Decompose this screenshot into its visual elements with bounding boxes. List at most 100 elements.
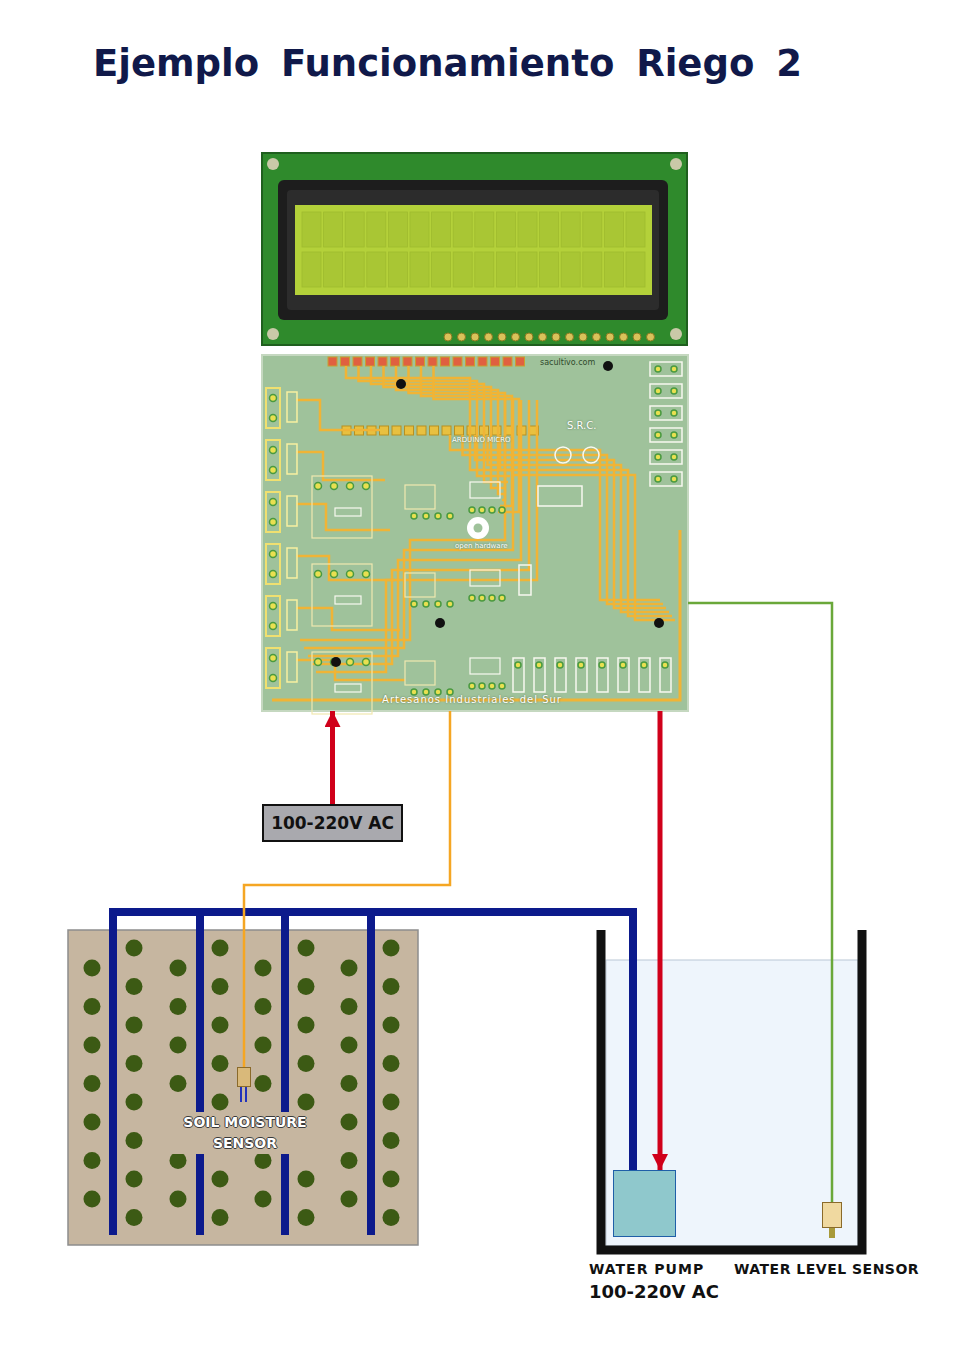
- pcb-trace: [296, 504, 390, 530]
- pump-label: WATER PUMP: [589, 1261, 704, 1277]
- terminal-block: [266, 596, 280, 636]
- lcd-pin: [471, 333, 479, 341]
- pcb-pad: [671, 476, 677, 482]
- lcd-bezel-inner: [287, 190, 659, 310]
- plant-dot: [126, 1171, 143, 1188]
- plant-dot: [126, 1017, 143, 1034]
- pcb-pad: [671, 454, 677, 460]
- lcd-cell: [561, 212, 580, 247]
- header-pad: [405, 426, 414, 435]
- water-level-sensor: WATER LEVEL SENSOR: [822, 1202, 842, 1228]
- header-pad: [478, 357, 487, 366]
- header-pad: [378, 357, 387, 366]
- connector-outline: [287, 600, 297, 630]
- pcb-pad: [363, 571, 370, 578]
- pcb-pad: [489, 595, 495, 601]
- header-pad: [467, 426, 476, 435]
- plant-dot: [212, 1209, 229, 1226]
- component-outline: [513, 658, 524, 692]
- plant-dot: [126, 1132, 143, 1149]
- component-outline: [618, 658, 629, 692]
- lcd-pin: [647, 333, 655, 341]
- connector-outline: [650, 406, 682, 420]
- component-outline: [534, 658, 545, 692]
- plant-dot: [84, 1191, 101, 1208]
- lcd-cell: [583, 212, 602, 247]
- pcb-pad: [489, 507, 495, 513]
- header-pad: [392, 426, 401, 435]
- lcd-pcb: [262, 153, 687, 345]
- header-pad: [380, 426, 389, 435]
- plant-dot: [255, 960, 272, 977]
- pcb-pad: [489, 683, 495, 689]
- oshw-logo-hole: [474, 524, 483, 533]
- lcd-pin: [444, 333, 452, 341]
- plant-dot: [383, 1055, 400, 1072]
- regulator-outline: [538, 486, 582, 506]
- lcd-cell: [626, 252, 645, 287]
- lcd-pin: [579, 333, 587, 341]
- water-pipe: [367, 912, 375, 1235]
- header-pad: [491, 357, 500, 366]
- plant-dot: [212, 1171, 229, 1188]
- pcb-pad: [270, 467, 277, 474]
- water-pipe: [113, 912, 633, 1235]
- pcb-pad: [270, 655, 277, 662]
- pcb-pad: [515, 662, 521, 668]
- plant-dot: [84, 1114, 101, 1131]
- plant-dot: [126, 1209, 143, 1226]
- page-title: Ejemplo Funcionamiento Riego 2: [93, 42, 802, 85]
- plant-dot: [383, 1171, 400, 1188]
- pcb-pad: [599, 662, 605, 668]
- lcd-cell: [432, 252, 451, 287]
- plant-dot: [341, 1037, 358, 1054]
- pcb-pad: [270, 675, 277, 682]
- oshw-logo: [467, 517, 489, 539]
- connector-outline: [650, 450, 682, 464]
- relay-outline: [312, 564, 372, 626]
- header-pad: [453, 357, 462, 366]
- pcb-pad: [411, 601, 417, 607]
- lcd-cell: [345, 212, 364, 247]
- pcb-pad: [655, 432, 661, 438]
- plant-dot: [298, 1094, 315, 1111]
- lcd-cell: [475, 212, 494, 247]
- pcb-pad: [655, 388, 661, 394]
- plant-dot: [84, 998, 101, 1015]
- component-outline: [519, 565, 531, 595]
- header-pad: [391, 357, 400, 366]
- pcb-pad: [557, 662, 563, 668]
- terminal-block: [266, 440, 280, 480]
- lcd-pins: [444, 333, 655, 341]
- water-pipe: [281, 912, 289, 1235]
- pcb-pad: [447, 601, 453, 607]
- resistor-outline: [335, 596, 361, 604]
- pcb-pad: [363, 483, 370, 490]
- mount-hole: [396, 379, 406, 389]
- header-pad: [503, 357, 512, 366]
- lcd-cell: [626, 212, 645, 247]
- lcd-cell: [604, 252, 623, 287]
- pcb-pad: [411, 513, 417, 519]
- connector-outline: [650, 362, 682, 376]
- lcd-cell: [388, 252, 407, 287]
- plant-dot: [341, 998, 358, 1015]
- lcd-cell: [432, 212, 451, 247]
- component-outline: [639, 658, 650, 692]
- pcb-pad: [641, 662, 647, 668]
- plant-dot: [170, 1152, 187, 1169]
- header-pad: [466, 357, 475, 366]
- plant-dot: [341, 1152, 358, 1169]
- pcb-trace: [312, 400, 529, 664]
- component-outline: [405, 661, 435, 685]
- lcd-cell: [367, 252, 386, 287]
- oshw-label: open hardware: [455, 542, 508, 550]
- plant-dot: [126, 1055, 143, 1072]
- pcb-pad: [423, 513, 429, 519]
- sensor-prong: [240, 1087, 242, 1102]
- pcb-pad: [671, 366, 677, 372]
- pcb-trace: [384, 366, 507, 488]
- plant-dot: [383, 1017, 400, 1034]
- pcb-trace: [304, 400, 513, 648]
